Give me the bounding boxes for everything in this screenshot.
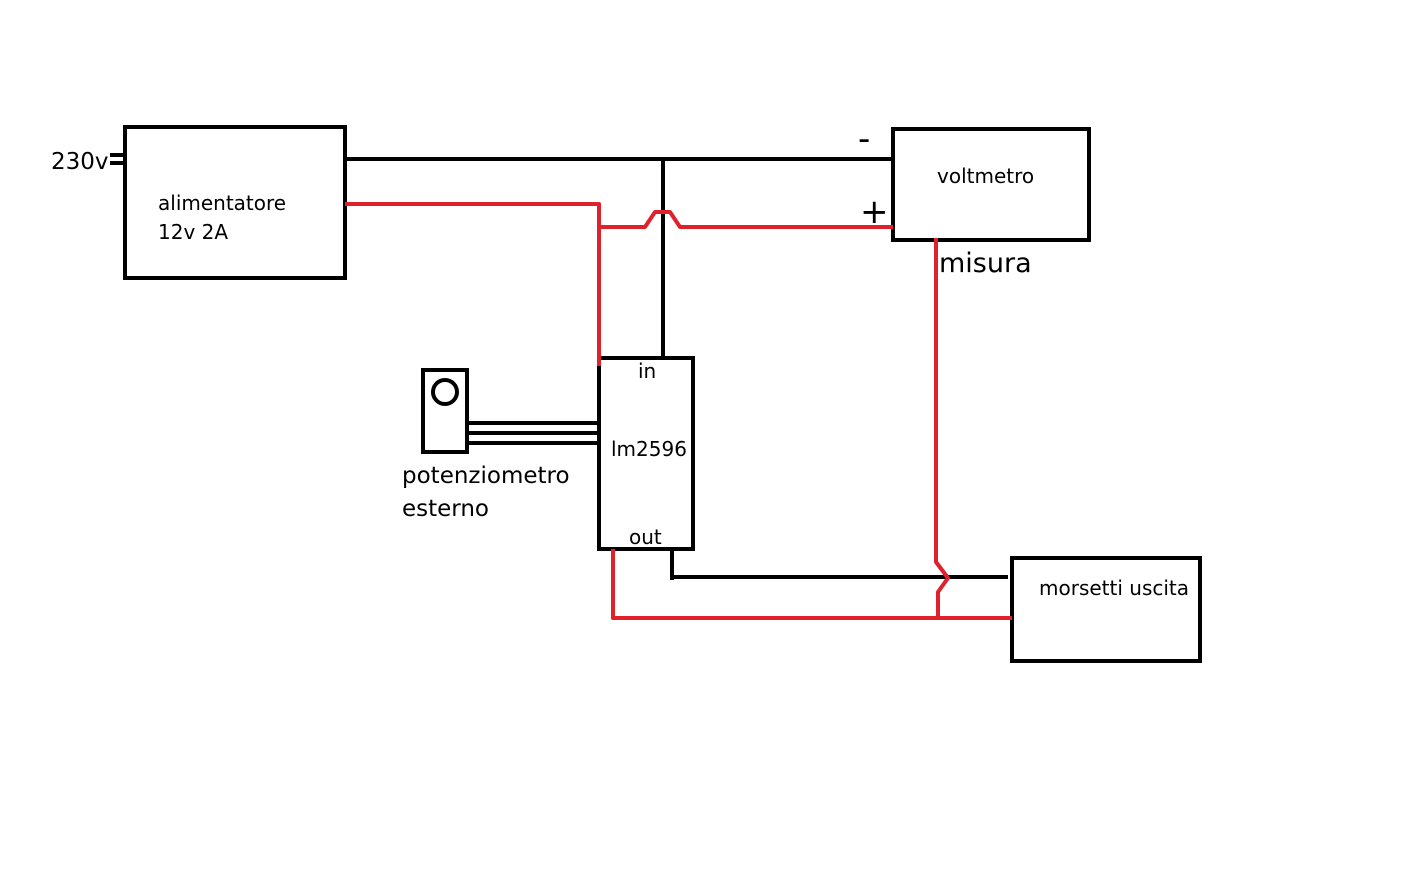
regulator-in-label: in	[638, 359, 657, 383]
voltmeter-plus-label: +	[860, 192, 889, 232]
mains-voltage-label: 230v	[51, 149, 109, 175]
regulator-box	[597, 356, 695, 551]
positive-wire-regulator-out-to-terminals	[611, 549, 1012, 620]
measure-wire-voltmeter-to-terminals	[934, 238, 950, 618]
voltmeter-label: voltmetro	[937, 164, 1035, 188]
power-supply-rating-label: 12v 2A	[158, 220, 229, 244]
regulator-label: lm2596	[611, 437, 687, 461]
negative-wires	[345, 157, 1008, 580]
potentiometer-label: potenziometro	[402, 463, 570, 489]
positive-wire-supply-to-regulator-in	[345, 202, 601, 366]
potentiometer-external-label: esterno	[402, 496, 490, 522]
potentiometer	[421, 368, 601, 454]
potentiometer-body	[421, 368, 469, 454]
output-terminals-label: morsetti uscita	[1039, 576, 1190, 600]
potentiometer-knob-icon	[431, 378, 459, 406]
voltmeter-box	[891, 127, 1091, 242]
regulator-out-label: out	[629, 525, 662, 549]
positive-wire-to-voltmeter-plus	[597, 210, 893, 229]
measure-label: misura	[939, 248, 1032, 279]
voltmeter-minus-label: -	[858, 119, 871, 159]
output-terminals-box	[1010, 556, 1202, 663]
power-supply-label: alimentatore	[158, 191, 287, 215]
positive-wires	[345, 202, 1012, 620]
